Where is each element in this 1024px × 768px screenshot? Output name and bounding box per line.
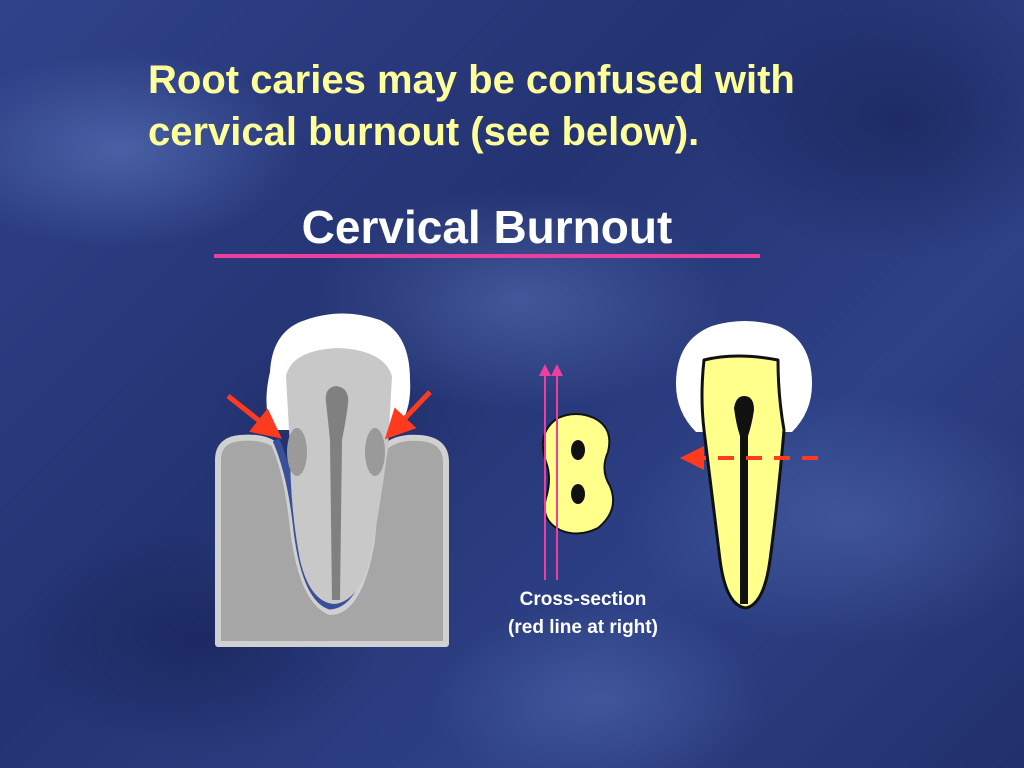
caption-line-2: (red line at right)	[508, 617, 658, 638]
arrow-left	[226, 394, 282, 439]
cross-section-caption: Cross-section (red line at right)	[476, 586, 690, 642]
pulp-canal	[325, 386, 349, 600]
tooth-in-bone-figure	[215, 313, 449, 647]
right-pulp-canal	[734, 396, 754, 604]
longitudinal-tooth-figure	[676, 321, 818, 610]
slide-title: Root caries may be confused with cervica…	[148, 58, 795, 154]
diagram-title: Cervical Burnout	[301, 201, 673, 253]
arrow-right	[384, 390, 432, 440]
cross-section-figure	[539, 364, 614, 580]
canal-dot-top	[571, 440, 585, 460]
caption-line-1: Cross-section	[519, 589, 647, 610]
canal-dot-bottom	[571, 484, 585, 504]
title-underline	[214, 254, 760, 258]
root-cross-section	[542, 413, 614, 535]
cervical-radiolucency-right	[365, 428, 385, 476]
cervical-radiolucency-left	[287, 428, 307, 476]
